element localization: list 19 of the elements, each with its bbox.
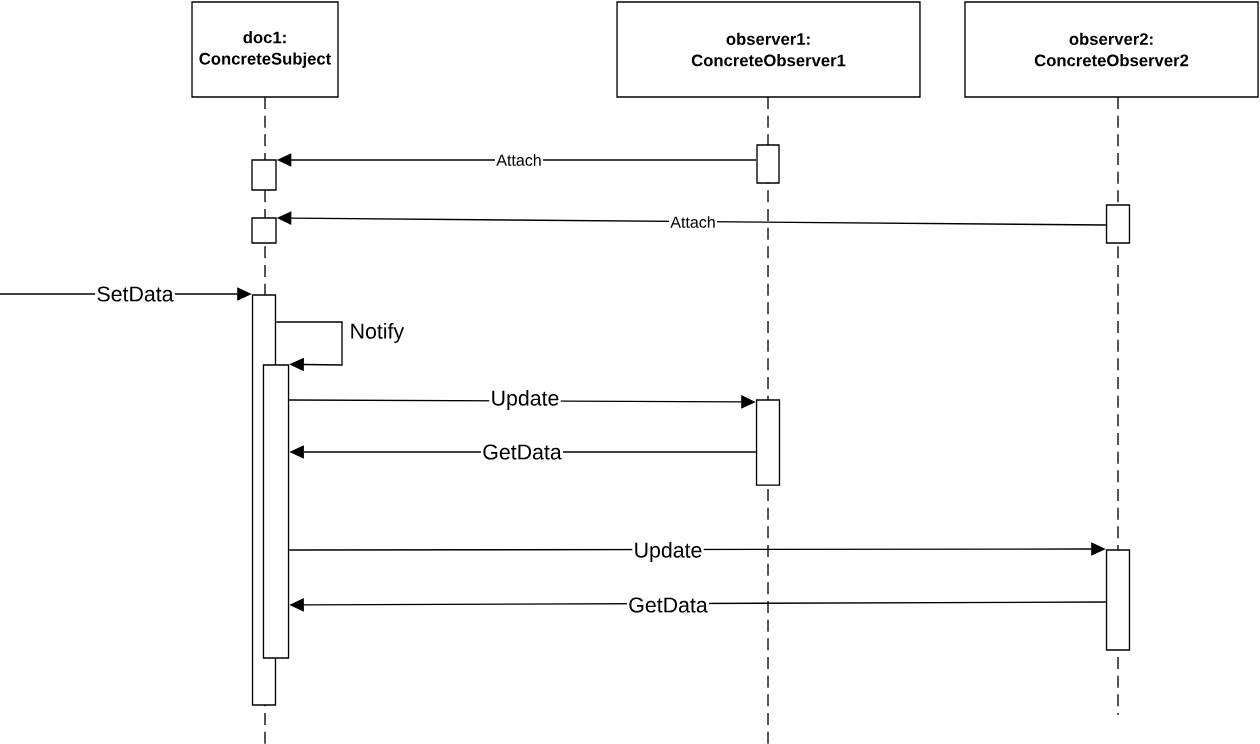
activation-bar (251, 217, 277, 244)
message-label: Attach (495, 152, 543, 168)
message-label: Update (489, 388, 561, 412)
message-label: SetData (95, 285, 175, 303)
message-label: GetData (626, 596, 710, 614)
message-label: Attach (669, 214, 717, 230)
message-label: Update (632, 540, 704, 564)
activation-bar (1105, 549, 1131, 651)
lifeline-head-box: observer1: ConcreteObserver1 (616, 1, 921, 98)
activation-bar (251, 159, 277, 191)
message-arrow (275, 321, 343, 372)
message-label: GetData (480, 443, 564, 461)
lifeline-head-box: doc1: ConcreteSubject (191, 1, 339, 98)
activation-bar (1105, 204, 1131, 244)
activation-bar (755, 399, 781, 486)
message-label: Notify (351, 323, 405, 343)
activation-bar (756, 144, 780, 184)
activation-bar (262, 364, 290, 659)
lifeline-head-box: observer2: ConcreteObserver2 (964, 1, 1259, 98)
